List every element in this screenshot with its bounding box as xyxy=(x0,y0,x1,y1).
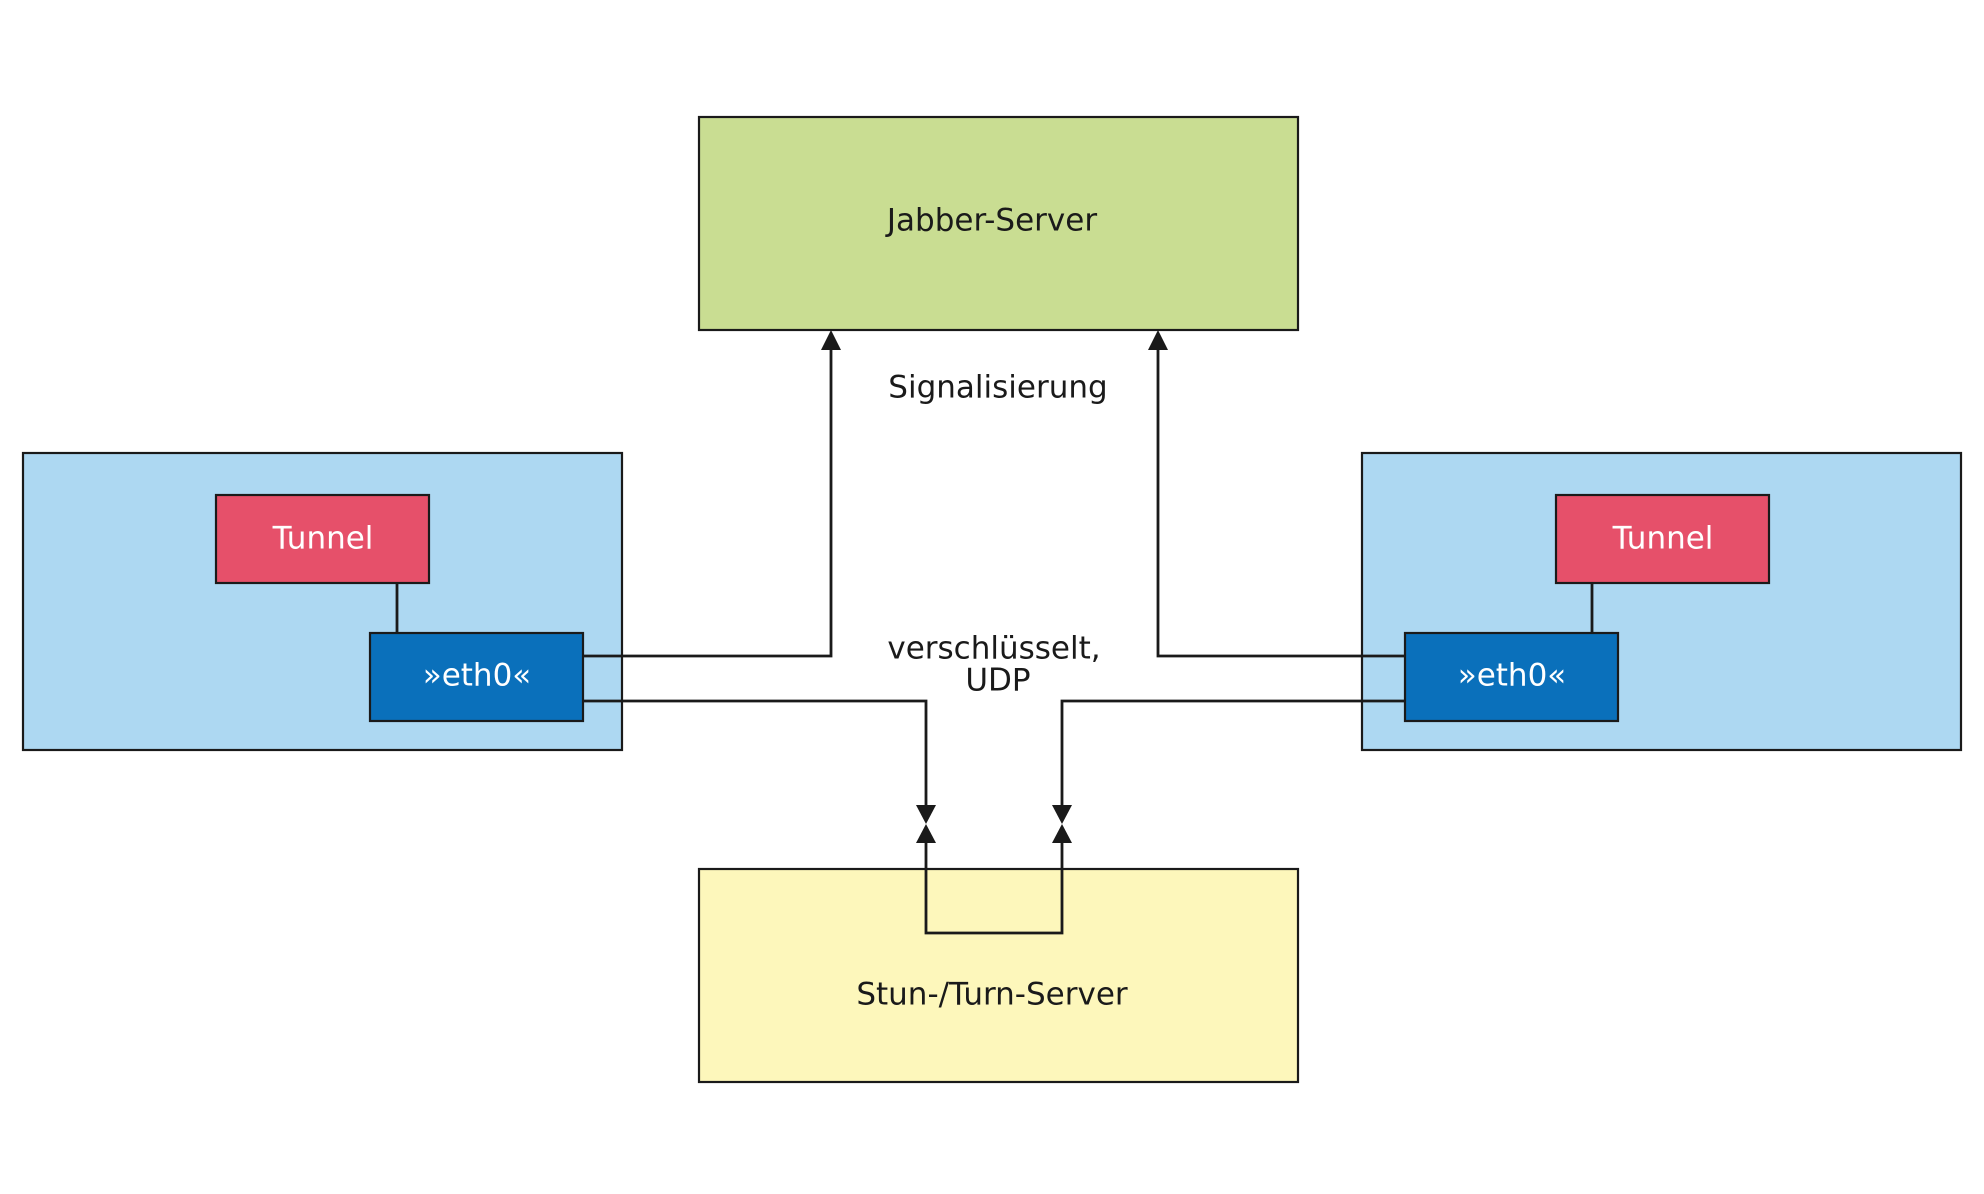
right-interface-label: »eth0« xyxy=(1458,658,1567,694)
stun-turn-server-box xyxy=(697,867,1300,1084)
stun-turn-server-label: Stun-/Turn-Server xyxy=(856,977,1128,1013)
left-host-node: Tunnel »eth0« xyxy=(21,451,624,752)
right-interface-box xyxy=(1403,631,1620,723)
data-label-line1: verschlüsselt, xyxy=(887,631,1100,667)
right-data-arrowhead-down xyxy=(1052,805,1072,824)
left-data-line xyxy=(583,699,928,808)
jabber-server-node: Jabber-Server xyxy=(697,115,1300,332)
jabber-server-box xyxy=(697,115,1300,332)
stun-turn-server-node: Stun-/Turn-Server xyxy=(697,867,1300,1084)
left-tunnel-label: Tunnel xyxy=(272,521,374,557)
right-data-line xyxy=(1060,699,1405,808)
left-tunnel-box xyxy=(214,493,431,585)
right-host-node: Tunnel »eth0« xyxy=(1360,451,1963,752)
right-relay-arrowhead-up xyxy=(1052,824,1072,843)
signaling-connections: Signalisierung xyxy=(583,330,1405,658)
signaling-label: Signalisierung xyxy=(888,370,1107,406)
right-tunnel-label: Tunnel xyxy=(1612,521,1714,557)
right-signaling-arrowhead xyxy=(1148,330,1168,350)
data-connections: verschlüsselt, UDP xyxy=(583,631,1405,935)
relay-loop-line xyxy=(924,840,1064,935)
left-interface-label: »eth0« xyxy=(423,658,532,694)
right-tunnel-box xyxy=(1554,493,1771,585)
jabber-server-label: Jabber-Server xyxy=(885,203,1097,239)
left-signaling-line xyxy=(583,343,833,658)
left-relay-arrowhead-up xyxy=(916,824,936,843)
data-label-line2: UDP xyxy=(965,663,1030,699)
left-data-arrowhead-down xyxy=(916,805,936,824)
left-signaling-arrowhead xyxy=(821,330,841,350)
left-interface-box xyxy=(368,631,585,723)
right-signaling-line xyxy=(1156,343,1405,658)
